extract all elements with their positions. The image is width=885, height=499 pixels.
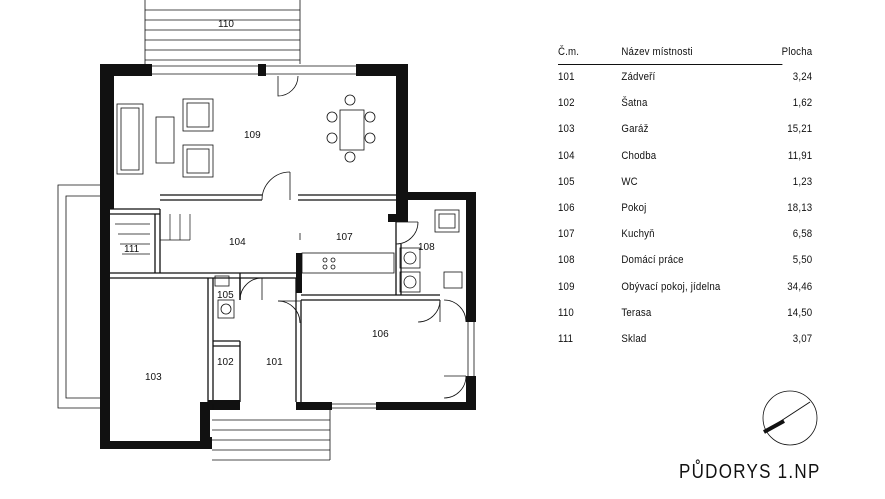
room-name: Šatna	[621, 97, 648, 110]
room-area: 3,07	[792, 332, 813, 345]
table-row: 110 Terasa 14,50	[558, 306, 812, 333]
table-row: 106 Pokoj 18,13	[558, 201, 812, 228]
room-number: 104	[558, 149, 575, 162]
room-label-110: 110	[218, 19, 234, 30]
table-row: 107 Kuchyň 6,58	[558, 228, 812, 254]
table-row: 111 Sklad 3,07	[558, 332, 812, 359]
header-area: Plocha	[781, 46, 813, 58]
floor-plan: 110 109 104 107 108 111 105 106 103 102 …	[57, 0, 476, 461]
terrace-boards	[144, 0, 301, 64]
room-name: Sklad	[621, 332, 647, 345]
room-area: 6,58	[792, 228, 813, 241]
garage-apron	[57, 184, 100, 409]
room-label-104: 104	[229, 237, 246, 248]
header-room-name: Název místnosti	[621, 46, 693, 58]
room-number: 107	[558, 228, 575, 241]
room-area: 3,24	[792, 71, 813, 83]
room-number: 102	[558, 97, 575, 110]
room-area: 5,50	[792, 254, 813, 267]
room-schedule-table: Č.m. Název místnosti Plocha 101 Zádveří 3,…	[558, 46, 813, 359]
room-number: 105	[558, 175, 575, 188]
room-label-109: 109	[244, 130, 261, 141]
wc-fixtures	[214, 275, 235, 319]
room-name: Terasa	[621, 306, 652, 319]
room-number: 108	[558, 254, 575, 267]
room-number: 103	[558, 123, 575, 136]
room-name: Domácí práce	[621, 254, 684, 267]
room-number: 111	[558, 332, 574, 345]
table-row: 108 Domácí práce 5,50	[558, 254, 812, 280]
room-label-105: 105	[217, 290, 234, 301]
table-row: 109 Obývací pokoj, jídelna 34,46	[558, 280, 812, 307]
room-name: Garáž	[621, 123, 649, 136]
header-number: Č.m.	[558, 46, 580, 58]
room-label-108: 108	[418, 242, 435, 253]
room-label-102: 102	[217, 357, 234, 368]
table-row: 104 Chodba 11,91	[558, 149, 812, 176]
room-area: 1,62	[792, 97, 813, 110]
room-area: 11,91	[787, 149, 813, 162]
interior-walls	[110, 194, 440, 410]
doors	[212, 75, 467, 399]
living-furniture	[116, 94, 376, 178]
room-name: Zádveří	[621, 71, 656, 83]
room-number: 106	[558, 201, 575, 214]
room-area: 18,13	[787, 201, 813, 214]
room-number: 109	[558, 280, 575, 293]
wall-fills	[208, 214, 408, 404]
room-area: 34,46	[787, 280, 813, 293]
stairs	[115, 214, 191, 255]
table-row: 102 Šatna 1,62	[558, 97, 812, 123]
windows	[152, 65, 475, 409]
table-row: 103 Garáž 15,21	[558, 123, 812, 149]
room-number: 101	[558, 71, 575, 83]
table-row: 101 Zádveří 3,24	[558, 71, 812, 97]
utility-fixtures	[399, 209, 463, 293]
room-label-106: 106	[372, 329, 389, 340]
room-name: Pokoj	[621, 201, 647, 214]
room-number: 110	[558, 306, 574, 319]
room-name: Chodba	[621, 149, 657, 162]
room-name: Obývací pokoj, jídelna	[621, 280, 721, 293]
entrance-steps	[212, 410, 331, 461]
room-area: 1,23	[792, 175, 813, 188]
north-arrow-icon	[762, 390, 818, 446]
room-label-101: 101	[266, 357, 283, 368]
room-label-111: 111	[124, 244, 140, 255]
room-area: 14,50	[787, 306, 813, 319]
room-area: 15,21	[787, 123, 813, 136]
room-name: Kuchyň	[621, 228, 655, 241]
room-label-107: 107	[336, 232, 353, 243]
exterior-walls	[100, 64, 476, 449]
kitchen-counter	[299, 233, 395, 274]
room-name: WC	[621, 175, 638, 188]
table-header: Č.m. Název místnosti Plocha	[558, 46, 812, 65]
drawing-title: PŮDORYS 1.NP	[679, 461, 821, 483]
room-label-103: 103	[145, 372, 162, 383]
table-row: 105 WC 1,23	[558, 175, 812, 202]
